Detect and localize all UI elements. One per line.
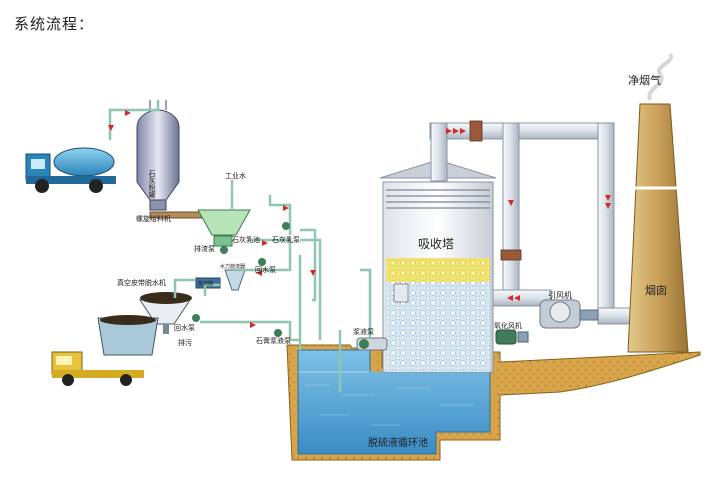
return-water-pump-b-label: 回水泵 [174, 323, 195, 332]
lime-milk-pump-label: 石灰乳泵 [272, 235, 300, 244]
tanker-truck [25, 147, 116, 193]
cyclone-box-label: 旋流器 [198, 280, 213, 287]
flue-duct [429, 120, 641, 325]
small-pumps [192, 222, 290, 337]
circulation-tank-label: 脱硫液循环池 [368, 436, 428, 449]
lime-milk-tank-label: 石灰乳池 [232, 235, 260, 244]
return-water-pump-a-label: 回水泵 [255, 265, 276, 274]
circulation-tank [297, 349, 491, 455]
oxidation-fan [495, 329, 529, 345]
induced-fan-label: 引风机 [548, 290, 572, 300]
slurry-pump-label: 浆液泵 [353, 327, 374, 336]
absorber-label: 吸收塔 [418, 237, 454, 251]
process-water-label: 工业水 [225, 171, 246, 180]
slurry-pump [356, 337, 388, 351]
damper-icon [469, 120, 483, 142]
vacuum-belt-filter-label: 真空皮带脱水机 [117, 278, 166, 287]
drain-label: 排污 [178, 338, 192, 347]
page-title: 系统流程： [14, 15, 95, 33]
hydrocyclone [195, 269, 246, 291]
limestone-silo [136, 100, 180, 211]
gypsum-pump-label: 石膏浆液泵 [256, 336, 291, 345]
chimney [627, 52, 689, 353]
flow-arrows [108, 110, 316, 328]
induced-fan [539, 299, 599, 329]
chimney-label: 烟囱 [645, 283, 667, 297]
dump-truck [51, 315, 159, 386]
damper-icon [500, 249, 522, 261]
nozzle-icon [393, 283, 409, 303]
screw-feeder-label: 螺旋给料机 [136, 214, 171, 223]
absorber-tower [379, 159, 497, 373]
drain-pump-label: 排渣泵 [194, 244, 215, 253]
limestone-silo-label: 石灰粉罐 [148, 170, 156, 199]
oxidation-fan-label: 氧化风机 [494, 321, 522, 330]
clean-gas-label: 净烟气 [628, 73, 661, 87]
hydrocyclone-label: 水力旋流器 [220, 263, 245, 270]
process-pipes [108, 100, 372, 392]
